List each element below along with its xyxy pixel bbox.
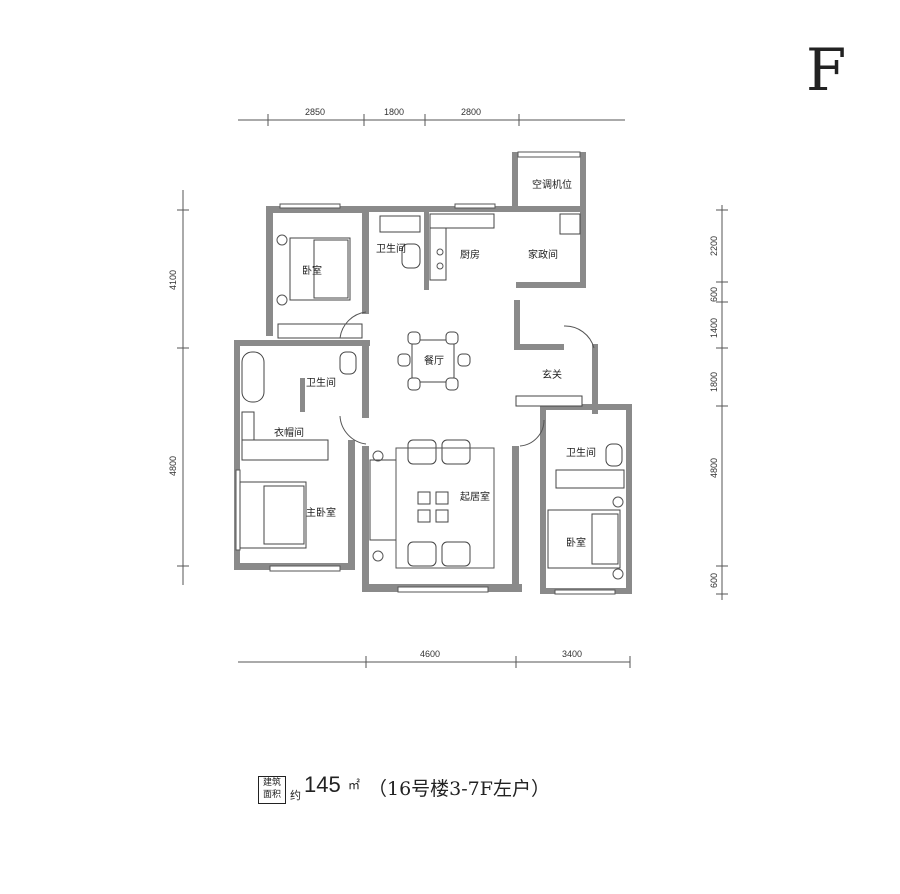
room-bedroom-se: 卧室 bbox=[566, 536, 586, 549]
room-bedroom-nw: 卧室 bbox=[302, 264, 322, 277]
dimension-lines bbox=[177, 114, 728, 668]
plan-type-label: F bbox=[806, 36, 847, 104]
room-housekeeping: 家政间 bbox=[528, 248, 558, 261]
room-bath-top: 卫生间 bbox=[376, 242, 406, 255]
dim-left-1: 4100 bbox=[168, 270, 178, 290]
sofa bbox=[369, 459, 397, 541]
room-dining: 餐厅 bbox=[424, 354, 444, 367]
dim-right-4: 1800 bbox=[709, 372, 719, 392]
area-value: 145 bbox=[304, 772, 341, 797]
dim-left-2: 4800 bbox=[168, 456, 178, 476]
furniture bbox=[239, 213, 625, 580]
dining-table bbox=[411, 339, 455, 383]
area-badge: 建筑 面积 bbox=[258, 776, 286, 804]
room-kitchen: 厨房 bbox=[460, 248, 480, 261]
dim-top-1: 2850 bbox=[305, 107, 325, 117]
dim-right-2: 600 bbox=[709, 287, 719, 302]
room-labels: 卧室 卫生间 厨房 家政间 空调机位 餐厅 玄关 卫生间 衣帽间 主卧室 起居室… bbox=[274, 178, 596, 549]
dimension-labels: 2850 1800 2800 4100 4800 2200 600 1400 1… bbox=[168, 107, 719, 659]
approx-label: 约 bbox=[290, 789, 301, 802]
room-ac-platform: 空调机位 bbox=[532, 178, 572, 191]
room-foyer: 玄关 bbox=[542, 368, 562, 381]
room-living: 起居室 bbox=[460, 490, 490, 503]
dim-right-6: 600 bbox=[709, 573, 719, 588]
dim-right-1: 2200 bbox=[709, 236, 719, 256]
dim-bottom-2: 3400 bbox=[562, 649, 582, 659]
room-closet: 衣帽间 bbox=[274, 426, 304, 439]
dim-top-3: 2800 bbox=[461, 107, 481, 117]
dim-right-3: 1400 bbox=[709, 318, 719, 338]
room-bath-master: 卫生间 bbox=[306, 376, 336, 389]
room-master-bedroom: 主卧室 bbox=[306, 506, 336, 519]
building-caption: （16号楼3-7F左户） bbox=[368, 778, 550, 800]
area-unit: ㎡ bbox=[348, 778, 361, 792]
door-swings bbox=[339, 311, 595, 447]
dim-right-5: 4800 bbox=[709, 458, 719, 478]
dim-top-2: 1800 bbox=[384, 107, 404, 117]
room-bath-east: 卫生间 bbox=[566, 446, 596, 459]
windows bbox=[235, 151, 616, 595]
dim-bottom-1: 4600 bbox=[420, 649, 440, 659]
area-badge-line2: 面积 bbox=[262, 790, 281, 800]
area-badge-line1: 建筑 bbox=[262, 778, 281, 788]
